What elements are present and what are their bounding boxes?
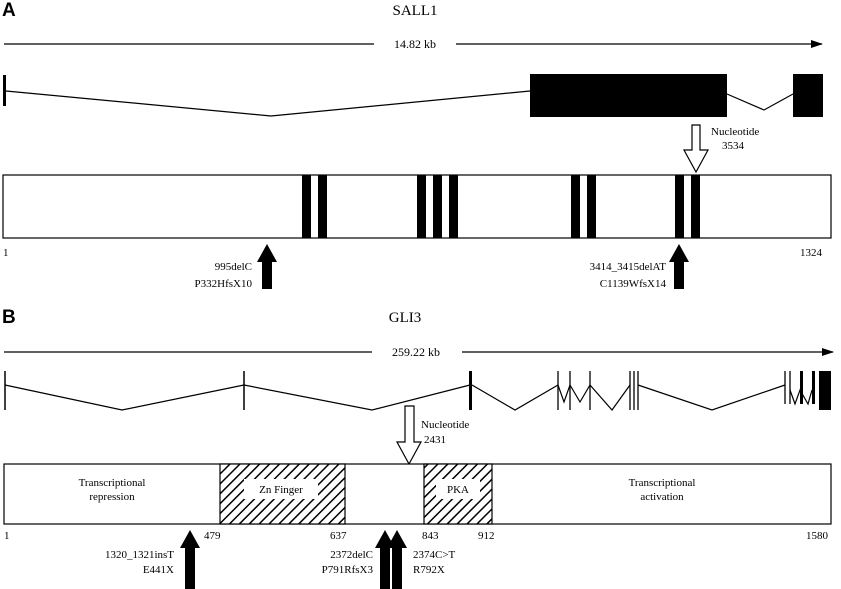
nucleotide-arrow-b xyxy=(395,405,423,466)
panel-a-protein-start: 1 xyxy=(3,247,9,259)
position-label: 637 xyxy=(330,530,347,542)
panel-b-nucleotide-value: 2431 xyxy=(424,434,446,446)
pka-label-bg xyxy=(436,479,480,499)
panel-b-mutation2-line1: 2372delC xyxy=(330,549,373,561)
intron xyxy=(471,383,631,411)
panel-a-length-label: 14.82 kb xyxy=(394,37,436,51)
panel-b-mutation3-line1: 2374C>T xyxy=(413,549,456,561)
repression-domain-label-line2: repression xyxy=(89,491,135,503)
panel-a-mutation2-line2: C1139WfsX14 xyxy=(600,278,667,290)
mutation-arrow xyxy=(387,530,407,589)
zinc-finger xyxy=(449,175,458,238)
zinc-finger xyxy=(675,175,684,238)
zinc-finger-label: Zn Finger xyxy=(259,484,303,496)
panel-b-mutation1-line1: 1320_1321insT xyxy=(105,549,174,561)
panel-b: B GLI3 259.22 kb xyxy=(2,307,834,589)
panel-b-mutation2-line2: P791RfsX3 xyxy=(322,564,374,576)
position-label: 843 xyxy=(422,530,439,542)
zinc-finger xyxy=(302,175,311,238)
position-label: 912 xyxy=(478,530,495,542)
mutation-arrow xyxy=(669,244,689,289)
zinc-finger xyxy=(433,175,442,238)
exon xyxy=(793,74,823,117)
exon xyxy=(819,371,831,410)
position-label: 1580 xyxy=(806,530,829,542)
nucleotide-arrow-a xyxy=(682,124,710,174)
exon xyxy=(530,74,727,117)
zinc-finger xyxy=(417,175,426,238)
mutation-arrow xyxy=(180,530,200,589)
panel-b-letter: B xyxy=(2,307,16,328)
intron xyxy=(5,90,531,117)
activation-domain-label-line2: activation xyxy=(640,491,684,503)
intron xyxy=(637,384,786,411)
exon xyxy=(812,371,815,404)
intron xyxy=(243,384,471,411)
panel-a-mutation1-line2: P332HfsX10 xyxy=(195,278,253,290)
panel-a-mutation2-line1: 3414_3415delAT xyxy=(590,261,667,273)
zinc-finger-label-bg xyxy=(244,479,318,499)
panel-a: A SALL1 14.82 kb Nucleotide 3534 xyxy=(2,0,832,290)
panel-b-gene-structure xyxy=(4,371,831,411)
panel-a-nucleotide-label: Nucleotide xyxy=(711,126,759,138)
panel-b-protein-box xyxy=(3,463,832,525)
panel-b-nucleotide-label: Nucleotide xyxy=(421,419,469,431)
exon xyxy=(3,75,6,106)
panel-b-length-label: 259.22 kb xyxy=(392,345,440,359)
zinc-finger-motifs xyxy=(302,175,700,238)
panel-b-gene-title: GLI3 xyxy=(389,310,422,326)
zinc-finger xyxy=(587,175,596,238)
panel-b-mutation1-line2: E441X xyxy=(143,564,174,576)
activation-domain-label-line1: Transcriptional xyxy=(629,477,696,489)
position-label: 1 xyxy=(4,530,10,542)
panel-a-protein-end: 1324 xyxy=(800,247,823,259)
panel-a-letter: A xyxy=(2,0,16,21)
pka-domain xyxy=(423,463,493,525)
panel-b-mutation3-line2: R792X xyxy=(413,564,445,576)
panel-a-gene-structure xyxy=(3,74,823,117)
exon xyxy=(800,371,803,404)
zinc-finger xyxy=(318,175,327,238)
exon xyxy=(469,371,472,410)
position-label: 479 xyxy=(204,530,221,542)
intron xyxy=(726,93,794,111)
panel-a-mutation1-line1: 995delC xyxy=(215,261,252,273)
mutation-arrow xyxy=(257,244,277,289)
zinc-finger xyxy=(691,175,700,238)
pka-label: PKA xyxy=(447,484,469,496)
panel-a-gene-title: SALL1 xyxy=(393,3,438,19)
intron xyxy=(4,384,245,411)
zinc-finger xyxy=(571,175,580,238)
repression-domain-label-line1: Transcriptional xyxy=(79,477,146,489)
panel-a-nucleotide-value: 3534 xyxy=(722,140,745,152)
